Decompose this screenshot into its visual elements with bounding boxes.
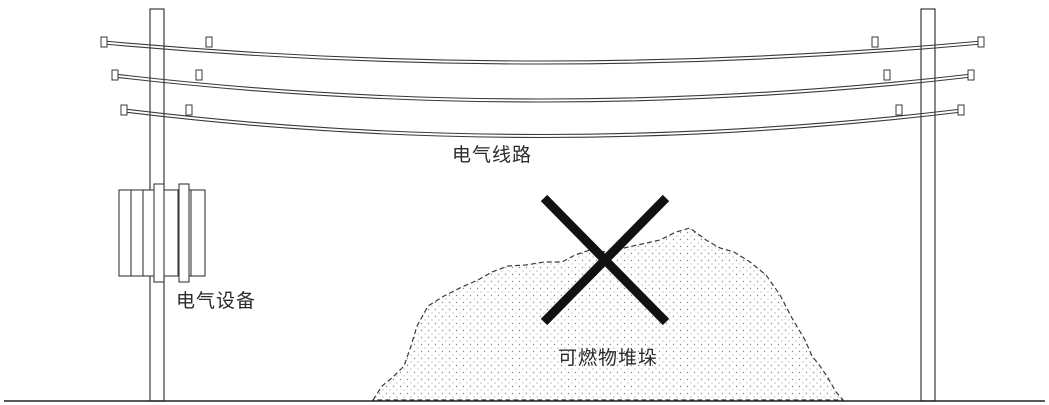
electrical-lines: [103, 40, 983, 139]
wire-1-upper: [103, 40, 983, 62]
combustible-pile-shape: [371, 227, 845, 401]
wire-3-upper: [123, 108, 963, 136]
combustible-pile: [371, 227, 845, 401]
electrical-lines-label: 电气线路: [452, 144, 533, 166]
electrical-equipment-label: 电气设备: [176, 290, 257, 312]
pole-right: [920, 8, 936, 402]
insulator-icon: [100, 36, 985, 116]
wire-1-lower: [103, 43, 983, 65]
cross-icon: [540, 194, 670, 326]
utility-pole-right: [920, 8, 936, 402]
wire-3-lower: [123, 111, 963, 139]
wire-2-lower: [113, 76, 973, 103]
wire-2-upper: [113, 73, 973, 100]
combustible-pile-label: 可燃物堆垛: [558, 347, 659, 369]
electrical-equipment-icon: [118, 183, 206, 283]
